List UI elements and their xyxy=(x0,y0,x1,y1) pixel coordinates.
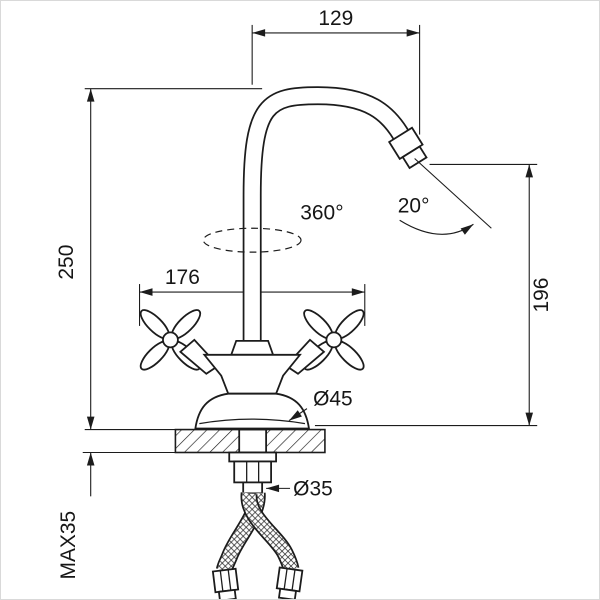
fitting-nut xyxy=(211,567,240,594)
dim-label-196: 196 xyxy=(530,278,553,313)
dim-spout-reach-129: 129 xyxy=(251,7,421,135)
supply-hoses xyxy=(211,492,304,599)
fitting-nut xyxy=(275,566,304,593)
fitting-facet xyxy=(219,570,224,592)
faucet-nozzle xyxy=(387,126,428,170)
base-skirt xyxy=(194,392,311,430)
swivel-360-annotation: 360° xyxy=(202,201,344,253)
handle-hub xyxy=(162,331,179,349)
spray-angle-annotation: 20° xyxy=(398,158,492,235)
spray-angle-label: 20° xyxy=(398,194,430,217)
skirt-curve xyxy=(199,418,306,425)
faucet-body xyxy=(194,339,311,430)
hose-fitting-left xyxy=(211,567,240,599)
fitting-facet xyxy=(291,569,296,591)
hole-diameter-label: Ø35 xyxy=(293,477,333,500)
nozzle-tip xyxy=(401,145,428,170)
spout-tube-bore xyxy=(244,87,411,366)
mounting-nut xyxy=(233,460,272,484)
base-diameter-label: Ø45 xyxy=(313,388,353,411)
fitting-facet xyxy=(283,568,288,590)
dim-label-176: 176 xyxy=(165,266,200,289)
body-block xyxy=(202,353,302,395)
fitting-tip xyxy=(217,588,237,599)
angle-arc xyxy=(399,219,474,235)
dim-label-129: 129 xyxy=(318,7,353,30)
mounting-washer xyxy=(228,451,277,463)
base-diameter-annotation: Ø45 xyxy=(288,388,353,422)
spout-tube-outline xyxy=(242,86,412,362)
mounting-deck xyxy=(174,428,326,495)
fitting-facet xyxy=(227,569,232,591)
mounting-shank xyxy=(238,428,268,454)
swivel-label: 360° xyxy=(300,201,343,224)
hose-braid xyxy=(242,492,298,571)
swivel-ellipse xyxy=(202,227,302,253)
dim-label-250: 250 xyxy=(55,245,78,280)
dim-outlet-height-196: 196 xyxy=(314,163,553,427)
hole-diameter-annotation: Ø35 xyxy=(266,477,333,500)
dim-max-deck-thickness: MAX35 xyxy=(57,451,181,580)
shank-stub xyxy=(242,481,264,495)
dim-label-max35: MAX35 xyxy=(57,511,80,580)
spout-mount xyxy=(229,339,275,356)
faucet-spout xyxy=(242,86,412,366)
spray-direction-line xyxy=(414,158,492,229)
leader-line xyxy=(288,408,308,422)
dim-overall-height-250: 250 xyxy=(55,88,263,431)
handle-hub xyxy=(325,331,343,349)
hose-fitting-right xyxy=(275,566,304,599)
fitting-tip xyxy=(277,587,298,599)
